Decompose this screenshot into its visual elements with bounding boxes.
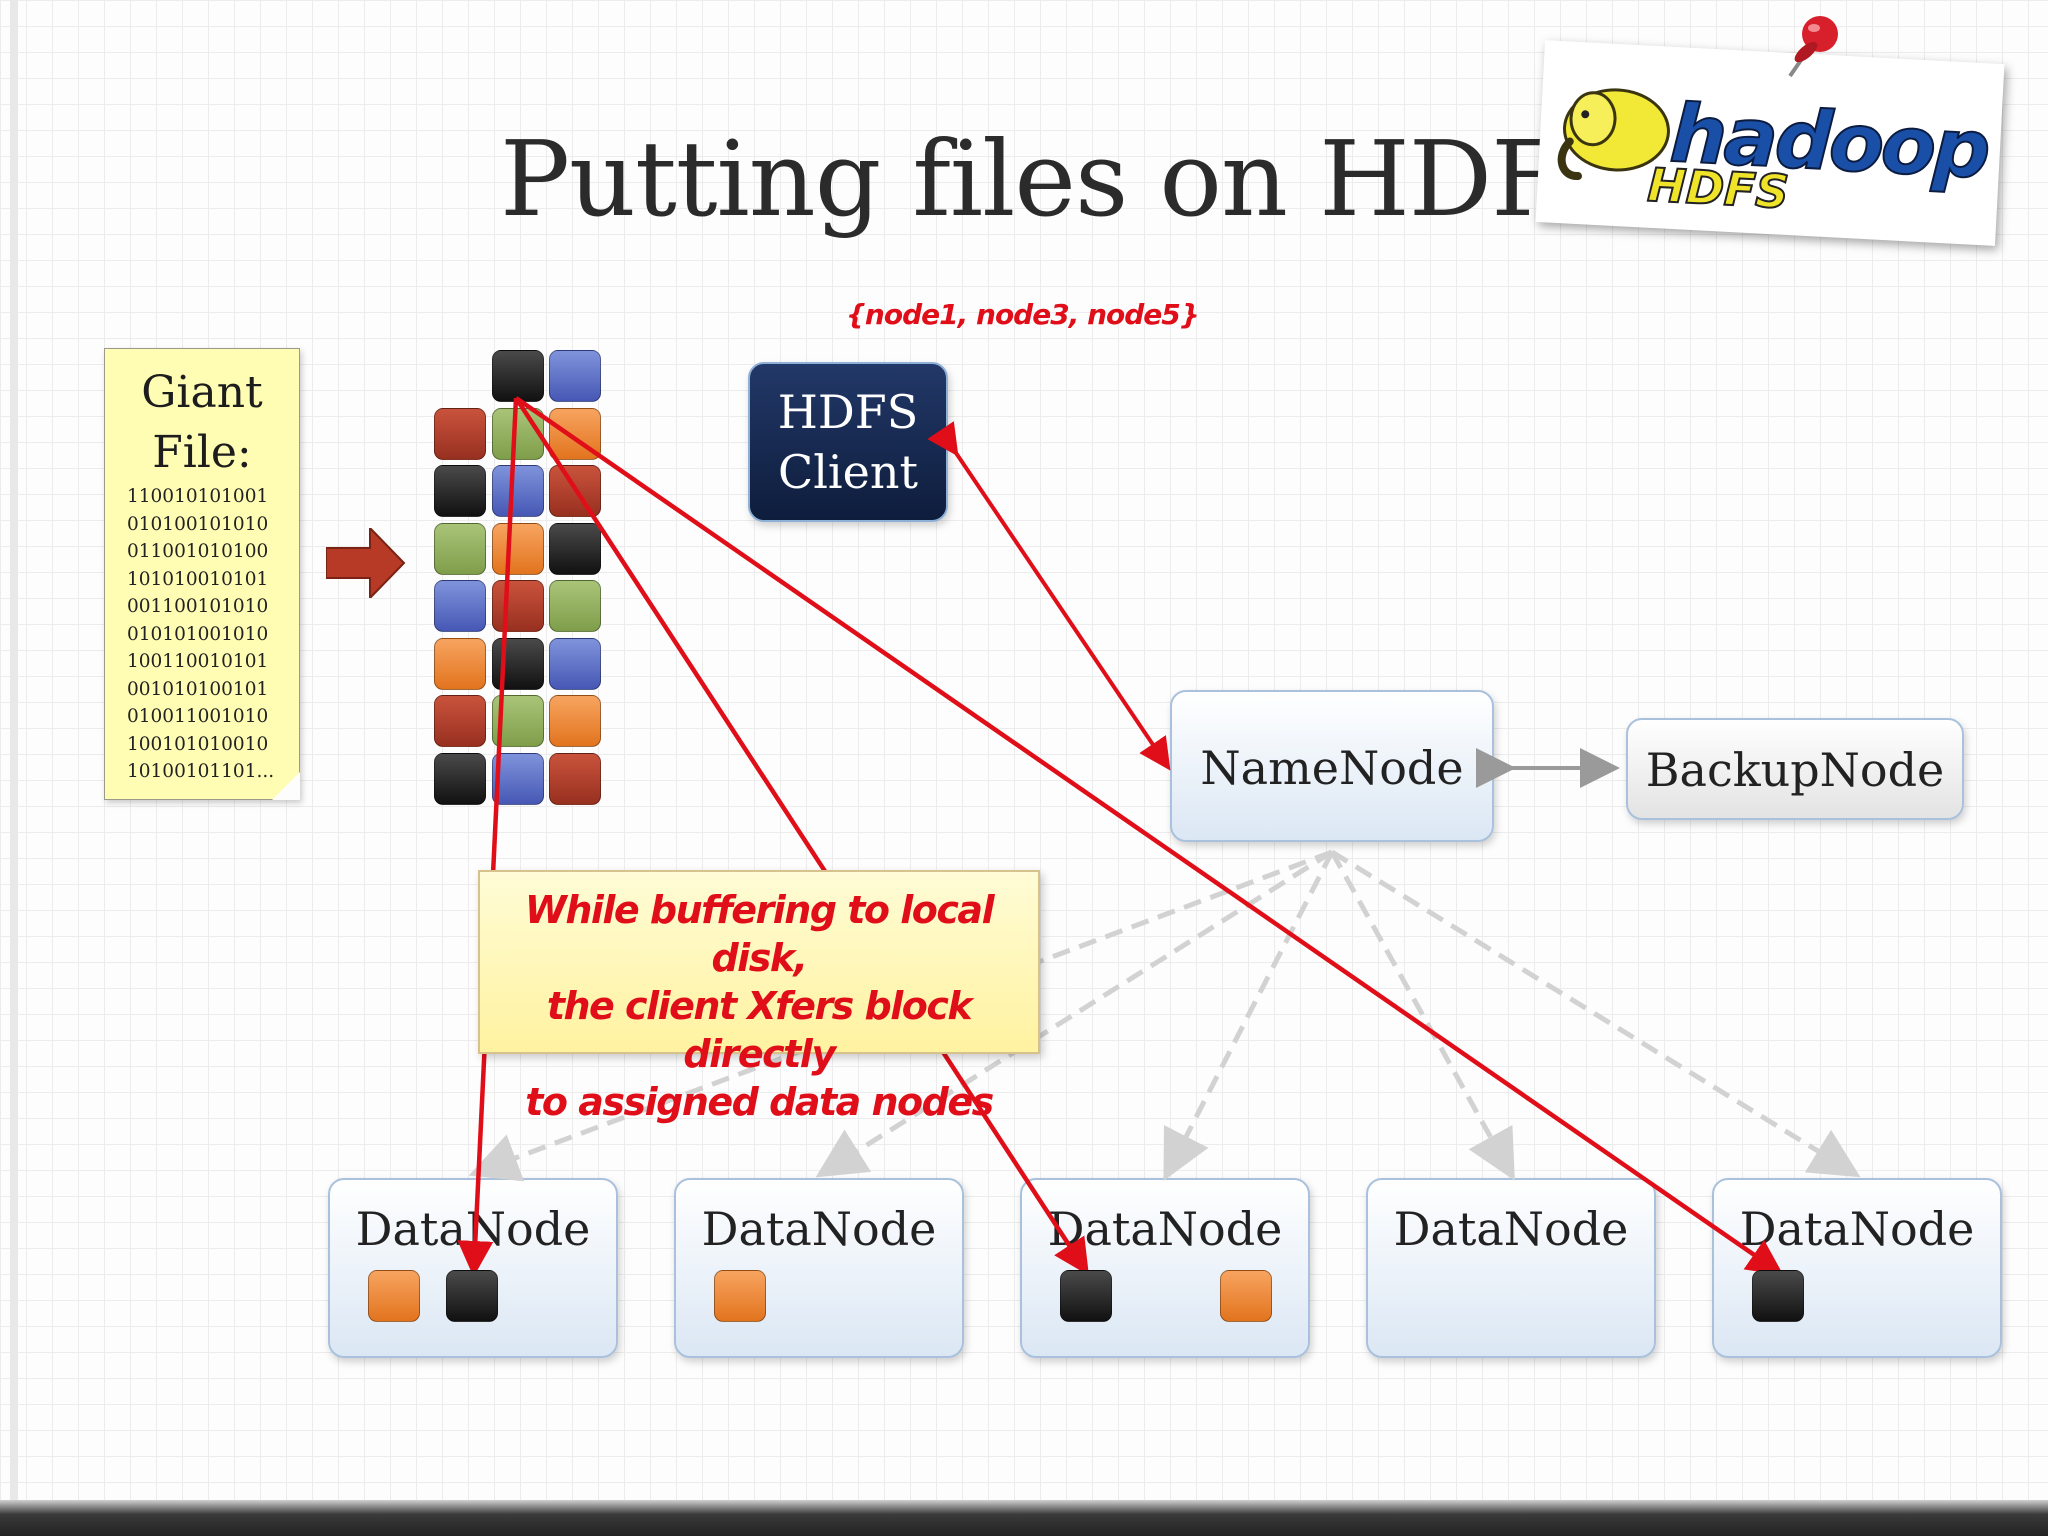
datanode-stored-block-black xyxy=(1060,1270,1112,1322)
datanode-stored-block-black xyxy=(1752,1270,1804,1322)
datanode-label: DataNode xyxy=(1393,1202,1629,1256)
datanode-box-4: DataNode xyxy=(1366,1178,1656,1358)
file-block-red xyxy=(549,752,601,805)
datanode-stored-block-black xyxy=(446,1270,498,1322)
file-block-blue xyxy=(491,465,544,517)
file-block-green xyxy=(434,522,486,575)
split-arrow-icon xyxy=(326,528,406,598)
hadoop-hdfs-logo: hadoop HDFS xyxy=(1535,40,2005,246)
bit-row: 100110010101 xyxy=(127,651,269,672)
note-line-3: to assigned data nodes xyxy=(525,1080,994,1124)
file-block-red xyxy=(434,695,486,747)
bit-row: 101010010101 xyxy=(127,568,269,590)
hdfs-client-box: HDFS Client xyxy=(748,362,948,522)
giant-file-title: Giant File: xyxy=(105,363,299,483)
file-block-red xyxy=(434,407,486,460)
giant-file-title-text: Giant File: xyxy=(141,367,263,478)
transfer-arrow-dn3 xyxy=(514,396,1089,1276)
bit-row: 001010100101 xyxy=(127,678,269,700)
file-block-black xyxy=(434,465,486,517)
datanode-stored-block-orange xyxy=(368,1270,420,1322)
note-line-1: While buffering to local disk, xyxy=(524,888,995,980)
giant-file-bits: 110010101001 010100101010 011001010100 1… xyxy=(127,483,274,786)
bit-row: 010011001010 xyxy=(127,706,269,727)
client-label-line1: HDFS xyxy=(777,385,919,439)
page-fold xyxy=(272,772,300,800)
note-line-2: the client Xfers block directly xyxy=(546,984,973,1076)
namenode-label: NameNode xyxy=(1200,741,1464,795)
file-block-orange xyxy=(549,695,601,747)
file-block-black xyxy=(549,522,601,575)
bit-row: 011001010100 xyxy=(127,541,269,562)
dash-line-dn4 xyxy=(1329,850,1515,1181)
bit-row: 001100101010 xyxy=(127,596,269,617)
block-transfer-arrows xyxy=(457,396,1784,1277)
file-block-green xyxy=(549,580,601,632)
file-block-blue xyxy=(549,350,601,402)
file-block-black xyxy=(434,752,486,805)
client-label-line2: Client xyxy=(778,445,918,499)
namenode-box: NameNode xyxy=(1170,690,1494,842)
bit-row: 010101001010 xyxy=(127,623,269,645)
slide-spine xyxy=(10,0,18,1500)
bit-row: 110010101001 xyxy=(127,486,269,507)
backupnode-label: BackupNode xyxy=(1645,743,1945,797)
file-block-red xyxy=(491,580,544,632)
file-block-blue xyxy=(434,580,486,632)
bit-row: 10100101101... xyxy=(127,761,275,782)
giant-file-document: Giant File: 110010101001 010100101010 01… xyxy=(104,348,300,800)
dash-line-dn5 xyxy=(1330,849,1861,1178)
datanode-box-2: DataNode xyxy=(674,1178,964,1358)
file-block-blue xyxy=(549,637,601,690)
file-block-orange xyxy=(491,522,544,575)
datanode-stored-block-orange xyxy=(1220,1270,1272,1322)
bit-row: 010100101010 xyxy=(127,513,269,535)
transfer-arrow-dn1 xyxy=(457,397,519,1277)
datanode-stored-block-orange xyxy=(714,1270,766,1322)
elephant-icon xyxy=(1557,88,1670,180)
transfer-note: While buffering to local disk, the clien… xyxy=(478,870,1040,1124)
bit-row: 100101010010 xyxy=(127,733,269,755)
datanode-box-3: DataNode xyxy=(1020,1178,1310,1358)
file-block-black xyxy=(491,350,544,402)
slide-bottom-edge xyxy=(0,1500,2048,1536)
backupnode-box: BackupNode xyxy=(1626,718,1964,820)
slide-title: Putting files on HDFS xyxy=(500,118,1634,240)
dash-line-dn3 xyxy=(1163,850,1335,1181)
assigned-nodes-annotation: {node1, node3, node5} xyxy=(846,298,1200,331)
file-block-orange xyxy=(434,637,486,690)
datanode-label: DataNode xyxy=(701,1202,937,1256)
transfer-arrow-dn5 xyxy=(514,396,1784,1276)
push-pin-icon xyxy=(1788,16,1838,78)
client-namenode-link xyxy=(927,421,1171,771)
file-block-green xyxy=(491,407,544,460)
